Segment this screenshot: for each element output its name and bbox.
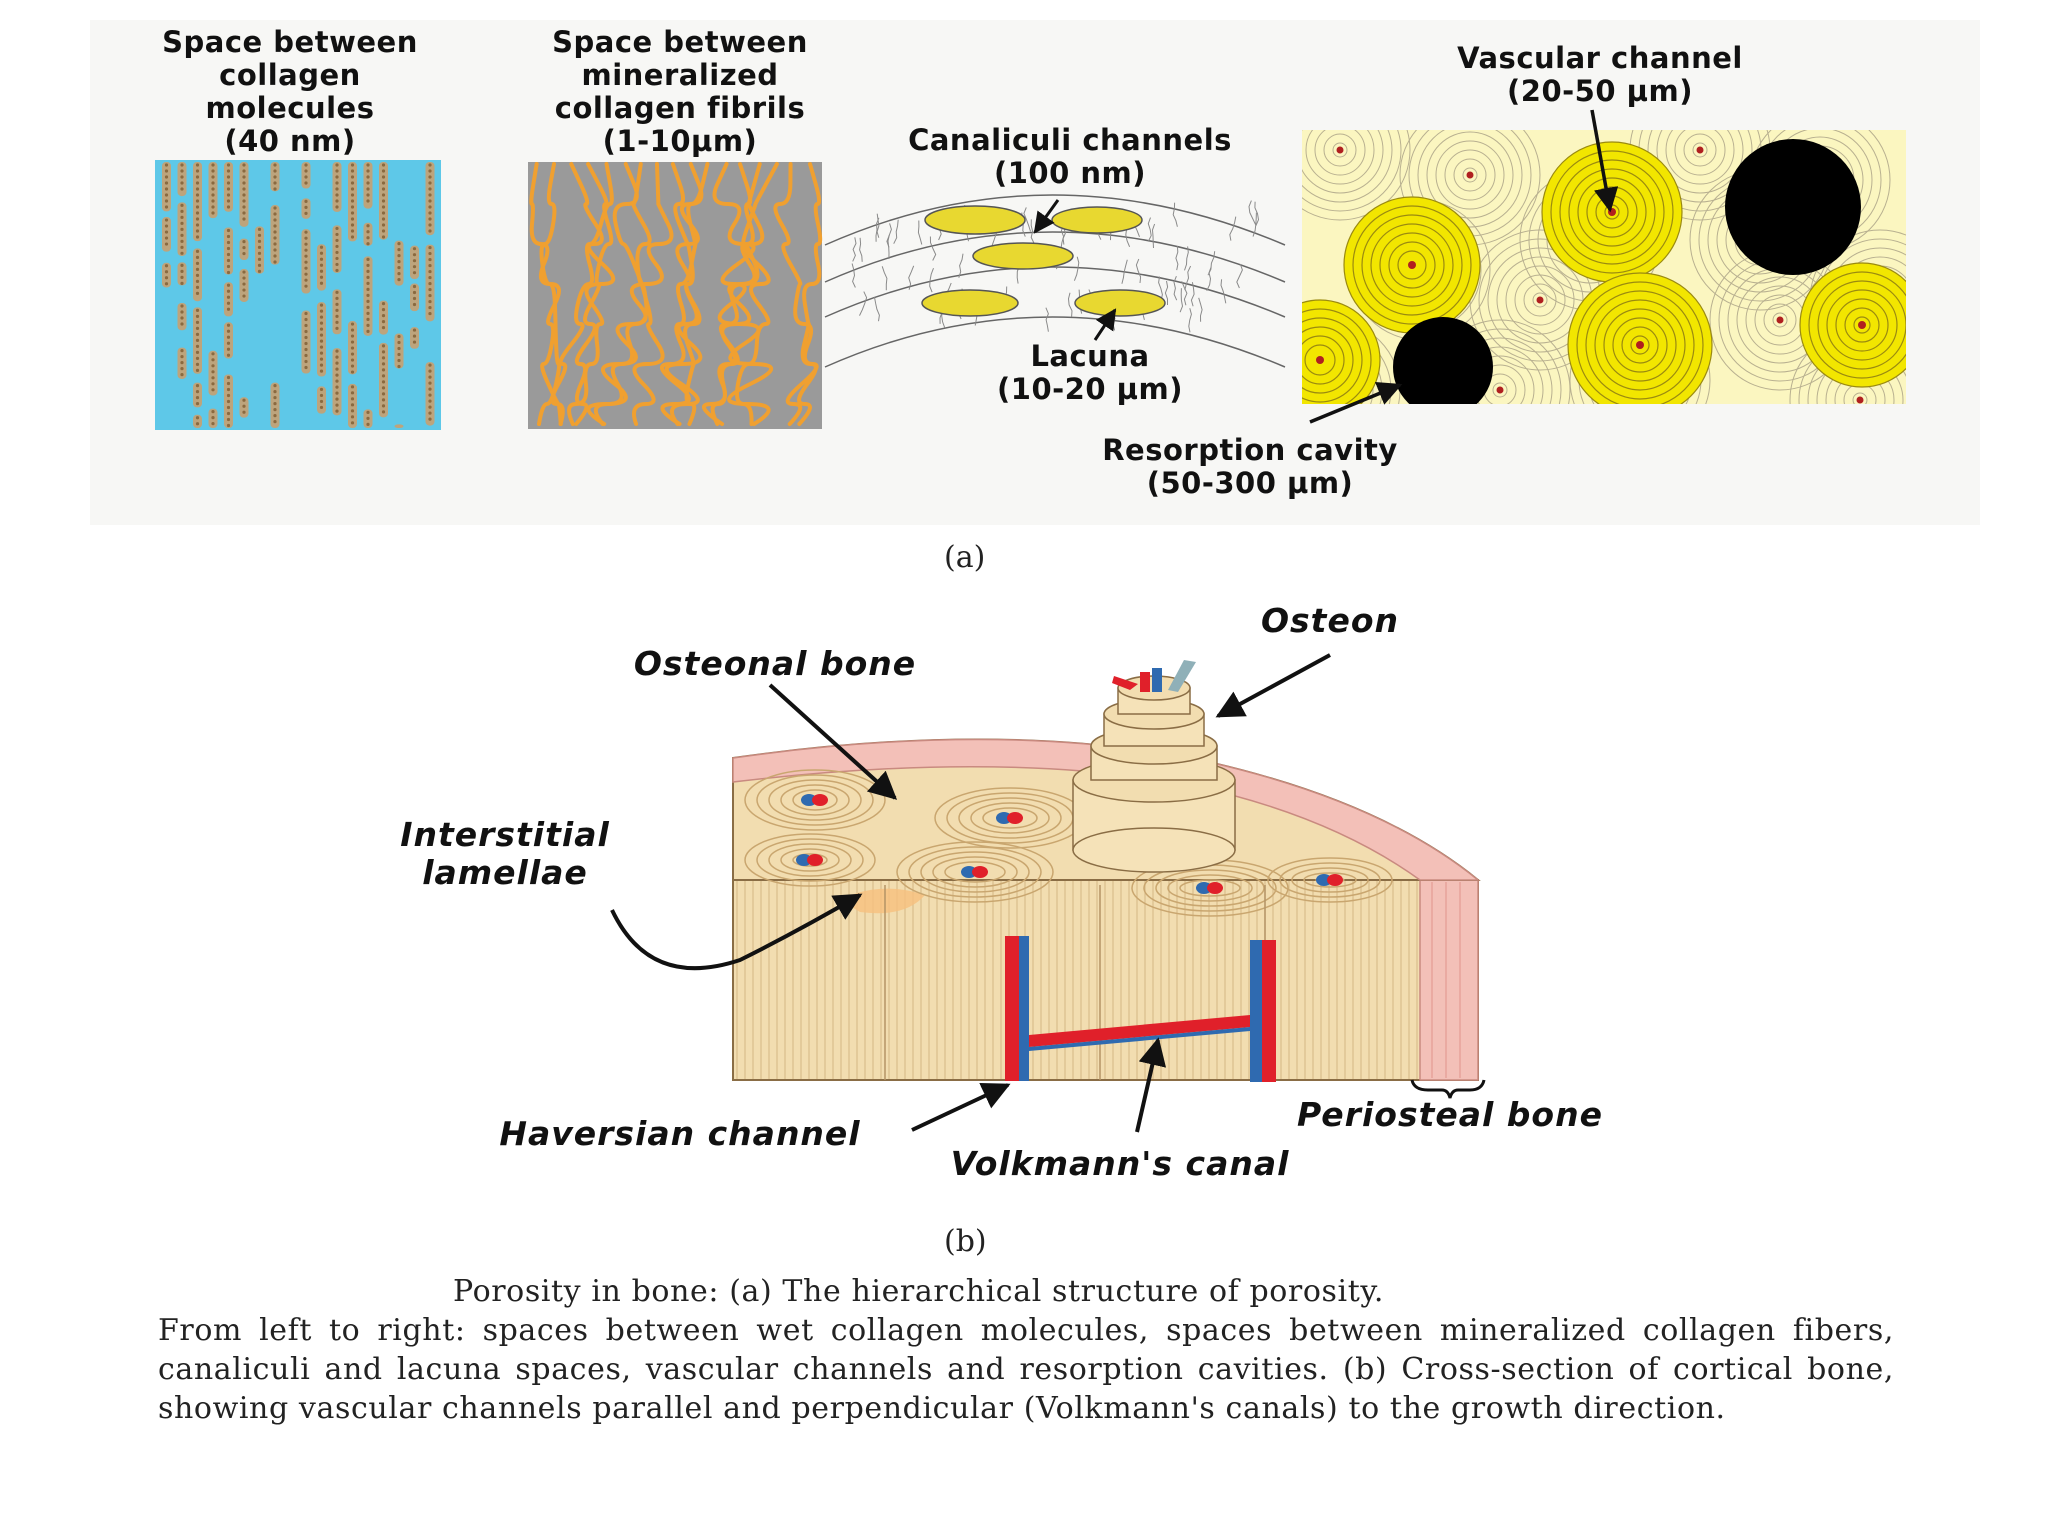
osteon-tower [1072, 660, 1236, 873]
label-vascular-channel: Vascular channel (20-50 µm) [1457, 41, 1743, 108]
osteonal-bone-arrow [768, 683, 898, 800]
osteon-arrow [1215, 653, 1331, 718]
periosteal-brace [1410, 1079, 1486, 1099]
canaliculi-arrow [1033, 199, 1060, 234]
caption-first-line: Porosity in bone: (a) The hierarchical s… [453, 1274, 1385, 1309]
sublabel-b: (b) [944, 1224, 987, 1259]
label-haversian-channel: Haversian channel [499, 1114, 861, 1153]
label-osteonal-bone: Osteonal bone [633, 644, 917, 683]
lacuna-5 [1074, 289, 1166, 317]
vascular-arrow [1590, 109, 1619, 213]
cortical-bone-block [732, 660, 1481, 1082]
sublabel-a: (a) [944, 540, 986, 575]
fibrils-block [528, 162, 823, 429]
haversian-channel-right [1250, 940, 1262, 1082]
vascular-cross-section [1302, 130, 1906, 404]
label-canaliculi: Canaliculi channels (100 nm) [908, 123, 1232, 190]
label-osteon: Osteon [1260, 601, 1400, 640]
collagen-molecules-block [155, 160, 441, 430]
label-resorption-cavity: Resorption cavity (50-300 µm) [1102, 433, 1398, 500]
haversian-channel-left [1005, 936, 1019, 1081]
lacuna-3 [972, 242, 1074, 270]
label-lacuna: Lacuna (10-20 µm) [997, 339, 1183, 406]
resorption-cavity-large [1725, 139, 1861, 275]
label-interstitial-lamellae: Interstitial lamellae [400, 815, 610, 892]
label-periosteal-bone: Periosteal bone [1297, 1095, 1603, 1134]
label-fibril-space: Space between mineralized collagen fibri… [552, 25, 808, 158]
interstitial-arrow [610, 893, 863, 971]
volkmanns-canal [1029, 1015, 1250, 1047]
label-volkmanns-canal: Volkmann's canal [950, 1144, 1290, 1183]
caption-body: From left to right: spaces between wet c… [158, 1313, 1894, 1426]
figure-caption: Porosity in bone: (a) The hierarchical s… [158, 1272, 1894, 1428]
lacuna-4 [921, 289, 1019, 317]
resorption-cavity-small [1393, 317, 1493, 404]
lacuna-1 [924, 205, 1026, 235]
volkmann-arrow [1135, 1037, 1167, 1133]
resorption-arrow [1309, 382, 1403, 424]
lacuna-arrow [1093, 308, 1117, 341]
haversian-arrow [911, 1083, 1011, 1132]
lacuna-2 [1051, 206, 1143, 234]
label-collagen-space: Space between collagen molecules (40 nm) [162, 25, 418, 158]
